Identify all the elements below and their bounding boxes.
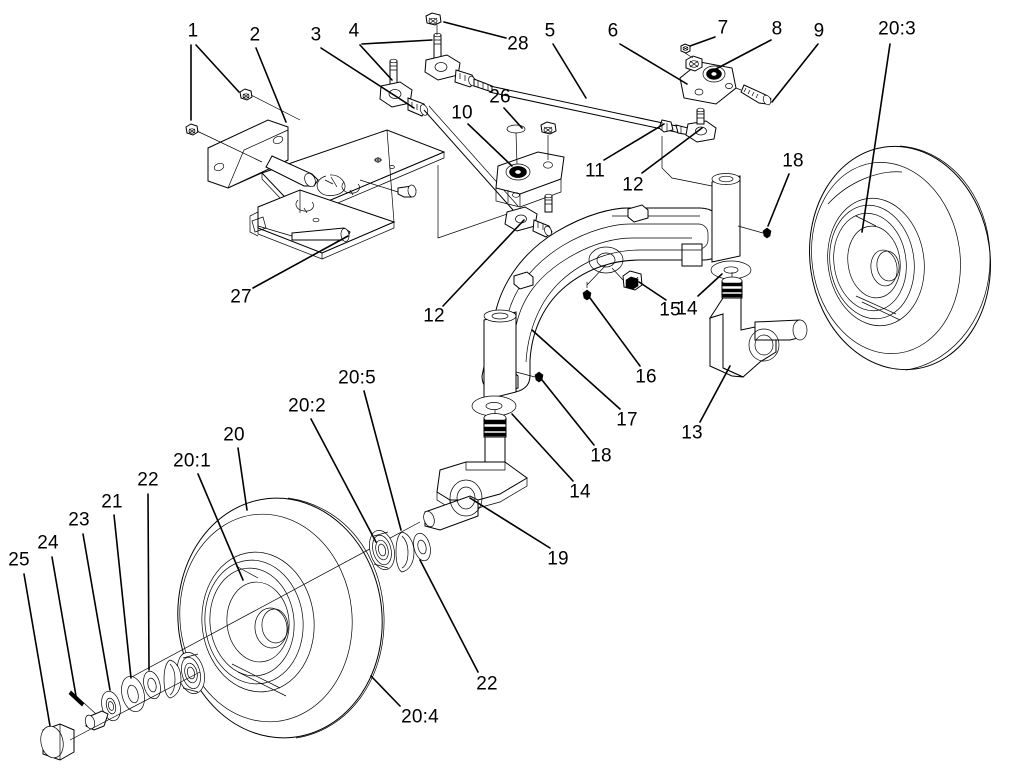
callout-14-upper[interactable]: 14 [676,298,698,320]
clevis-pin-part27-b [359,179,417,198]
nut-part15 [611,267,643,291]
tie-rod-end-upper-right [424,54,493,93]
callout-15[interactable]: 15 [659,299,681,321]
callout-14-lower[interactable]: 14 [569,481,591,503]
callout-28[interactable]: 28 [507,33,529,55]
callout-22-left[interactable]: 22 [137,469,159,491]
callout-20-2[interactable]: 20:2 [288,395,326,417]
cotter-pin-part24 [68,690,97,715]
callout-8[interactable]: 8 [771,18,783,40]
spacer-part22-left [143,670,161,700]
retaining-ring-part20-5-right [395,531,415,573]
callout-20-4[interactable]: 20:4 [401,706,439,728]
callout-1[interactable]: 1 [187,20,199,42]
steering-pivot-plate-part10 [495,121,565,213]
callout-10[interactable]: 10 [451,102,473,124]
grease-fitting-part16 [582,264,607,301]
hub-cap-part25 [40,723,75,761]
callout-3[interactable]: 3 [310,24,322,46]
callout-12-lower[interactable]: 12 [423,305,445,327]
locknut-part1-a [239,88,253,101]
callout-24[interactable]: 24 [37,532,59,554]
grease-fitting-part18-b [737,225,772,239]
callout-16[interactable]: 16 [635,366,657,388]
assembly-axis-1b [196,130,263,163]
plate-cut-outline [437,165,511,239]
callout-13[interactable]: 13 [681,422,703,444]
spindle-left-part19 [423,410,528,531]
callout-22-center[interactable]: 22 [476,673,498,695]
assembly-axis-left-stack [69,671,201,741]
locknut-part28 [425,12,442,26]
spindle-right-part13 [708,272,808,378]
tie-rod-end-right-part12 [685,107,717,143]
front-axle-part17 [481,136,741,401]
callout-20-3[interactable]: 20:3 [878,18,916,40]
drag-link-part5 [488,85,691,136]
callout-20-5[interactable]: 20:5 [338,367,376,389]
axis-part7 [684,52,694,59]
callout-19[interactable]: 19 [547,548,569,570]
callout-17[interactable]: 17 [616,409,638,431]
callout-18-lower[interactable]: 18 [590,445,612,467]
callout-26[interactable]: 26 [489,86,511,108]
callout-18-upper[interactable]: 18 [782,150,804,172]
callout-2[interactable]: 2 [249,24,261,46]
callout-7[interactable]: 7 [717,17,729,39]
callout-5[interactable]: 5 [544,20,556,42]
tie-rod-bar-left [423,109,514,211]
carriage-bolt-part9 [735,84,772,106]
callout-11[interactable]: 11 [584,160,606,182]
callout-23[interactable]: 23 [68,509,90,531]
locknut-part1-b [185,123,199,136]
locknut-part7 [680,43,691,54]
assembly-axis-1a [250,94,301,121]
callout-6[interactable]: 6 [607,20,619,42]
callout-20[interactable]: 20 [223,424,245,446]
callout-9[interactable]: 9 [813,20,825,42]
tire-part20-3 [809,145,991,371]
washer-part21 [121,675,145,713]
axle-stub-left [84,710,109,731]
bearing-part20-2-left [177,652,205,694]
callout-20-1[interactable]: 20:1 [173,450,211,472]
callout-12-top[interactable]: 12 [622,174,644,196]
callout-4[interactable]: 4 [348,20,360,42]
callout-27[interactable]: 27 [230,286,252,308]
steering-arm-part6 [679,55,737,105]
callout-25[interactable]: 25 [8,549,30,571]
spacer-part22-right [413,532,431,562]
callout-21[interactable]: 21 [101,491,123,513]
wheel-assembly-part20 [125,497,421,739]
